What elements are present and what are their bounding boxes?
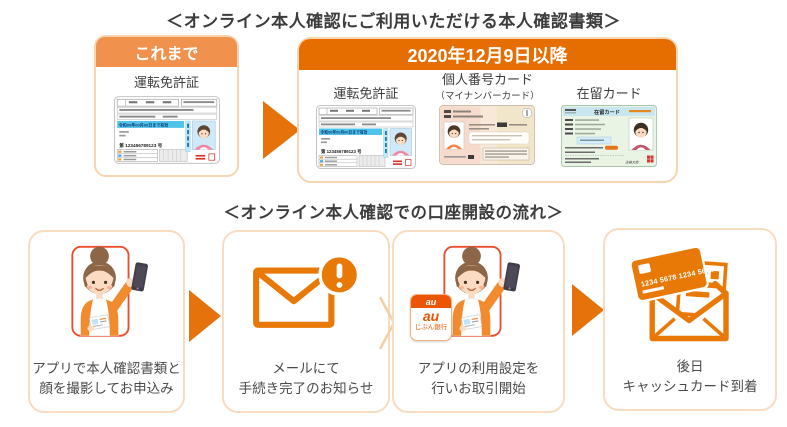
flow-step-1: アプリで本人確認書類と 顔を撮影してお申込み: [28, 230, 185, 413]
after-box: 2020年12月9日以降 運転免許証: [297, 37, 678, 183]
doc-label: 在留カード: [576, 86, 642, 102]
doc-driver-license: 運転免許証 令和00年00月00日まで有効: [306, 72, 426, 169]
step-caption: 後日 キャッシュカード到着: [623, 357, 758, 398]
caption-line: アプリの利用設定を: [417, 360, 540, 376]
residence-card-image: 在留カード 法務大臣: [561, 105, 658, 167]
before-doc-label: 運転免許証: [133, 75, 199, 90]
arrow-right-icon: [263, 101, 300, 159]
flow-step-3: au au じぶん銀行 アプリの利用設定を 行いお取引開始: [392, 230, 565, 413]
doc-label: 個人番号カード: [441, 72, 533, 88]
au-logo: au: [411, 295, 451, 308]
au-jibun-bank-app-badge: au au じぶん銀行: [410, 294, 452, 341]
arrow-right-icon: [189, 290, 221, 342]
doc-label: 運転免許証: [333, 86, 399, 102]
flow-step-2: メールにて 手続き完了のお知らせ: [222, 230, 390, 413]
selfie-photo-illustration: [46, 244, 168, 347]
doc-residence-card: 在留カード 在留カード: [549, 72, 669, 167]
residence-card-title: 在留カード: [594, 108, 620, 116]
doc-mynumber-card: 個人番号カード （マイナンバーカード）: [427, 72, 547, 165]
flow-step-4: 後日 キャッシュカード到着: [603, 228, 777, 411]
step-caption: アプリで本人確認書類と 顔を撮影してお申込み: [32, 359, 181, 400]
license-valid-until: 令和00年00月00日まで有効: [319, 130, 367, 135]
before-box: これまで 運転免許証 令和00年00月00日まで有効 第 12345678912…: [94, 35, 239, 177]
section2-title: ＜オンライン本人確認での口座開設の流れ＞: [223, 204, 564, 222]
caption-line: メールにて: [272, 360, 340, 376]
step-caption: アプリの利用設定を 行いお取引開始: [418, 359, 540, 400]
caption-line: 顔を撮影してお申込み: [39, 380, 174, 396]
caption-line: キャッシュカード到着: [622, 378, 758, 394]
mail-alert-icon: [250, 252, 362, 338]
au-logo: au: [422, 308, 440, 324]
caption-line: 手続き完了のお知らせ: [238, 380, 374, 396]
mynumber-card-image: [439, 105, 536, 165]
step-caption: メールにて 手続き完了のお知らせ: [239, 359, 374, 400]
section1-title: ＜オンライン本人確認にご利用いただける本人確認書類＞: [166, 12, 621, 31]
jibun-bank-label: じぶん銀行: [414, 324, 448, 331]
mail-cash-card-icon: [627, 243, 753, 344]
caption-line: 後日: [676, 358, 704, 374]
after-header: 2020年12月9日以降: [299, 39, 676, 70]
driver-license-card-image: 令和00年00月00日まで有効 第 123456789123 号: [113, 96, 220, 164]
license-valid-until: 令和00年00月00日まで有効: [117, 121, 168, 127]
driver-license-card-image: 令和00年00月00日まで有効 第 123456789123 号: [315, 105, 416, 169]
residence-card-minister: 法務大臣: [625, 161, 639, 165]
license-number: 第 123456789123 号: [119, 142, 162, 149]
license-number: 第 123456789123 号: [321, 148, 362, 155]
arrow-right-icon: [572, 284, 604, 336]
before-header: これまで: [96, 37, 237, 67]
caption-line: アプリで本人確認書類と: [32, 360, 181, 376]
doc-sublabel: （マイナンバーカード）: [435, 91, 540, 102]
caption-line: 行いお取引開始: [431, 380, 526, 396]
